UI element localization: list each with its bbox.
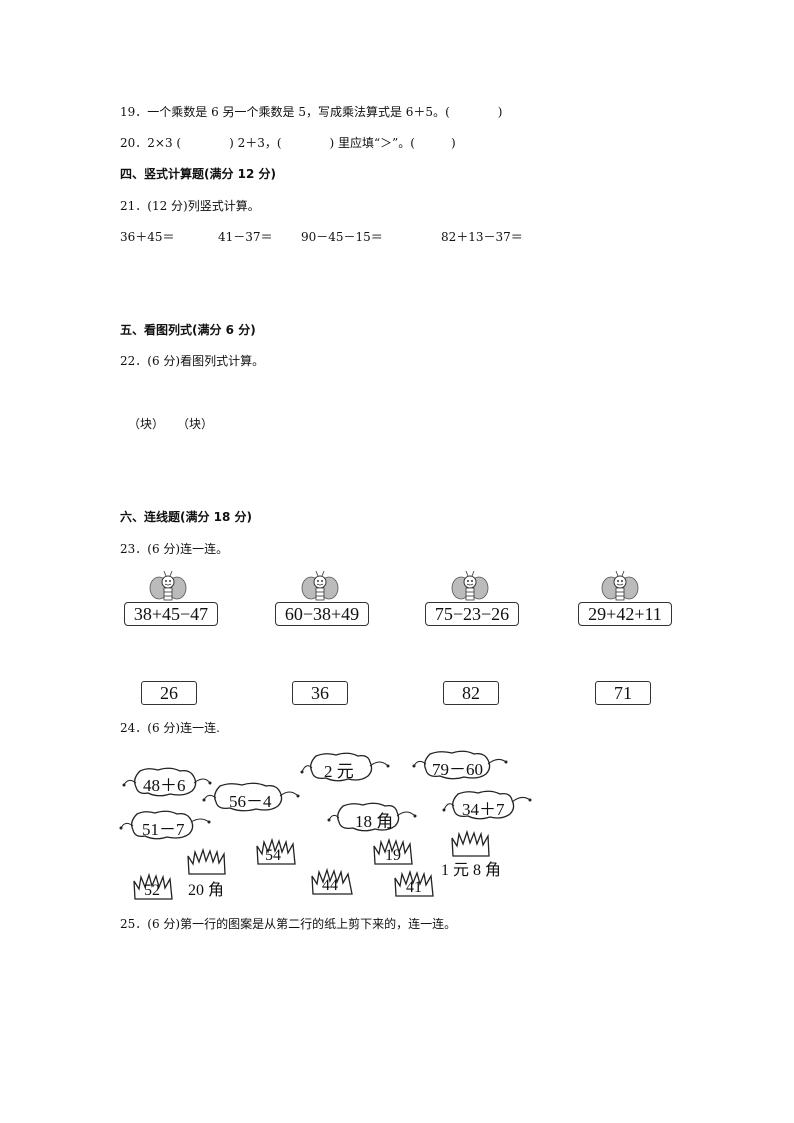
cloud-label-6: 79－60 [432,760,483,779]
grass-label-4: 44 [322,877,338,894]
free-label-1: 20 角 [188,882,225,899]
grass-basket-icon [373,838,413,865]
cloud-bubble-icon [442,790,532,820]
cloud-label-2: 56－4 [229,792,272,811]
grass-basket-icon [451,830,490,857]
bee-icon [601,570,639,601]
free-label-2: 1 元 8 角 [441,862,502,879]
q23-expr-box-3: 75−23−26 [425,602,519,626]
question-24: 24．(6 分)连一连. [120,721,220,735]
question-21: 21．(12 分)列竖式计算。 [120,199,260,213]
section-5-heading: 五、看图列式(满分 6 分) [120,323,256,337]
bee-icon [149,570,187,601]
grass-label-3: 52 [144,882,160,899]
cloud-bubble-icon [119,810,211,840]
question-23: 23．(6 分)连一连。 [120,542,229,556]
bee-icon [451,570,489,601]
q23-answer-box-3: 82 [443,681,499,705]
grass-label-5: 41 [406,879,422,896]
grass-basket-icon [311,868,353,895]
q23-answer-box-1: 26 [141,681,197,705]
cloud-bubble-icon [202,782,300,812]
cloud-label-7: 34＋7 [462,800,505,819]
q21-expr-4: 82＋13－37＝ [441,230,523,244]
q23-answer-box-4: 71 [595,681,651,705]
grass-basket-icon [256,838,296,865]
section-4-heading: 四、竖式计算题(满分 12 分) [120,167,277,181]
bee-icon [301,570,339,601]
question-20: 20．2×3 ( ) 2＋3，( ) 里应填“＞”。( ) [120,136,456,150]
cloud-label-3: 51－7 [142,820,185,839]
q22-unit-1: （块） [128,417,165,431]
grass-basket-icon [187,848,226,875]
q23-expr-box-2: 60−38+49 [275,602,369,626]
cloud-label-1: 48＋6 [143,776,186,795]
q21-expr-1: 36＋45＝ [120,230,175,244]
q21-expr-3: 90－45－15＝ [301,230,383,244]
cloud-label-4: 2 元 [324,762,354,781]
grass-label-2: 19 [385,847,401,864]
question-25: 25．(6 分)第一行的图案是从第二行的纸上剪下来的，连一连。 [120,917,457,931]
cloud-label-5: 18 角 [355,812,394,831]
q23-answer-box-2: 36 [292,681,348,705]
section-6-heading: 六、连线题(满分 18 分) [120,510,253,524]
question-22: 22．(6 分)看图列式计算。 [120,354,265,368]
q22-unit-2: （块） [177,417,214,431]
q23-expr-box-4: 29+42+11 [578,602,672,626]
grass-basket-icon [133,873,173,900]
question-19: 19．一个乘数是 6 另一个乘数是 5，写成乘法算式是 6＋5。( ) [120,105,503,119]
cloud-bubble-icon [412,750,508,780]
q23-expr-box-1: 38+45−47 [124,602,218,626]
cloud-bubble-icon [300,752,390,782]
cloud-bubble-icon [327,802,417,832]
grass-basket-icon [394,870,434,897]
q21-expr-2: 41－37＝ [218,230,273,244]
grass-label-1: 54 [265,847,281,864]
cloud-bubble-icon [122,767,212,797]
